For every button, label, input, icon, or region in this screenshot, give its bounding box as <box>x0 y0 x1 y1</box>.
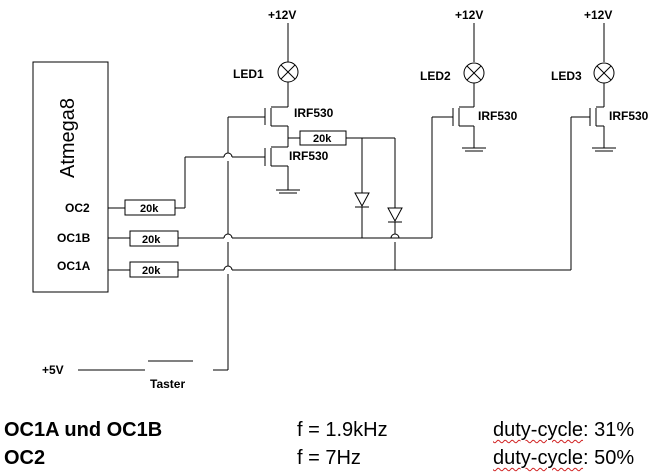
oc1a-net <box>178 116 590 271</box>
row2-duty: duty-cycle: 50% <box>493 446 634 470</box>
row1-duty: duty-cycle: 31% <box>493 418 634 442</box>
mcu-block: Atmega8 OC2 OC1B OC1A <box>32 61 109 293</box>
mcu-box <box>32 61 109 293</box>
channel-led1: +12V LED1 IRF530 IRF530 20k <box>233 8 395 194</box>
oc2-net <box>175 152 265 209</box>
row2-duty-value: : 50% <box>583 447 635 469</box>
button-bus <box>213 116 265 371</box>
led1-label: LED1 <box>233 67 264 81</box>
resistor-oc2-label: 20k <box>140 203 159 215</box>
button-label: Taster <box>150 377 185 391</box>
channel-led2: +12V LED2 IRF530 <box>420 8 518 152</box>
mosfet-lower-label: IRF530 <box>289 149 329 163</box>
led3-label: LED3 <box>551 69 582 83</box>
diode-left <box>354 138 370 238</box>
mosfet-upper-label: IRF530 <box>294 106 334 120</box>
resistor-oc1b-label: 20k <box>142 234 161 246</box>
row1-duty-value: : 31% <box>583 419 635 441</box>
row1-frequency: f = 1.9kHz <box>297 419 388 441</box>
button-circuit: +5V Taster <box>42 360 193 391</box>
pin-oc2-label: OC2 <box>65 201 90 215</box>
pin-oc1a-label: OC1A <box>57 259 91 273</box>
supply-12v-2: +12V <box>455 8 483 22</box>
supply-12v-3: +12V <box>584 8 612 22</box>
resistor-node-label: 20k <box>313 133 332 145</box>
supply-12v-1: +12V <box>268 8 296 22</box>
supply-5v-label: +5V <box>42 363 64 377</box>
pin-wires: 20k 20k 20k <box>108 199 179 278</box>
led2-label: LED2 <box>420 69 451 83</box>
diode-right <box>387 138 403 270</box>
resistor-oc1a-label: 20k <box>142 265 161 277</box>
channel-led3: +12V LED3 IRF530 <box>551 8 649 152</box>
mosfet-led3-label: IRF530 <box>609 109 649 123</box>
row1-label: OC1A und OC1B <box>4 419 163 441</box>
pin-oc1b-label: OC1B <box>57 231 91 245</box>
row1-duty-word: duty-cycle <box>493 419 584 441</box>
mosfet-led2-label: IRF530 <box>478 109 518 123</box>
row2-label: OC2 <box>4 447 46 469</box>
row2-frequency: f = 7Hz <box>297 447 361 469</box>
mcu-label: Atmega8 <box>57 98 79 178</box>
row2-duty-word: duty-cycle <box>493 447 584 469</box>
